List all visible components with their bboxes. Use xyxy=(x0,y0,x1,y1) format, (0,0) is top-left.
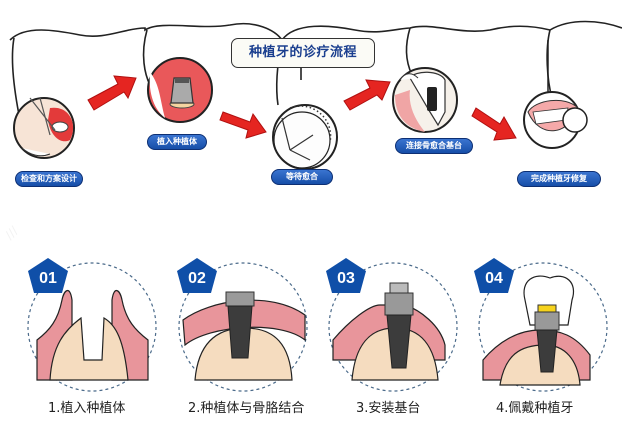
step-badge-03: 03 xyxy=(326,258,366,293)
arrow-icon xyxy=(87,75,137,111)
svg-text:04: 04 xyxy=(485,270,503,287)
detail-step-label-1: 1.植入种植体 xyxy=(48,401,126,416)
flow-step-label-4: 连接骨愈合基台 xyxy=(395,138,473,154)
osseointegration-icon xyxy=(178,262,308,392)
step-badge-02: 02 xyxy=(177,258,217,293)
abutment-install-icon xyxy=(328,262,458,392)
diagram-title: 种植牙的诊疗流程 xyxy=(231,38,375,68)
arrow-icon xyxy=(471,107,517,141)
detail-step-label-3: 3.安装基台 xyxy=(356,401,421,416)
crown-fitting-icon xyxy=(478,262,608,392)
flow-step-label-5: 完成种植牙修复 xyxy=(517,171,601,187)
svg-text:01: 01 xyxy=(39,270,57,287)
socket-drilling-icon xyxy=(27,262,157,392)
flow-step-label-1: 检查和方案设计 xyxy=(15,171,83,187)
arrow-icon xyxy=(343,79,391,111)
detail-step-label-4: 4.佩戴种植牙 xyxy=(496,401,574,416)
arrow-icon xyxy=(219,111,267,139)
svg-text:02: 02 xyxy=(188,270,206,287)
abutment-connection-icon xyxy=(392,67,458,133)
mouth-examination-icon xyxy=(13,97,75,159)
svg-text:///: /// xyxy=(2,223,21,242)
step-badge-01: 01 xyxy=(28,258,68,293)
clock-waiting-icon xyxy=(272,104,338,170)
smiling-teeth-icon xyxy=(523,40,588,149)
flow-step-label-3: 等待愈合 xyxy=(271,169,333,185)
detail-step-label-2: 2.种植体与骨胳结合 xyxy=(188,401,305,416)
step-badge-04: 04 xyxy=(474,258,514,293)
flow-step-label-2: 植入种植体 xyxy=(147,134,207,150)
svg-text:03: 03 xyxy=(337,270,355,287)
implant-placement-icon xyxy=(147,57,213,123)
